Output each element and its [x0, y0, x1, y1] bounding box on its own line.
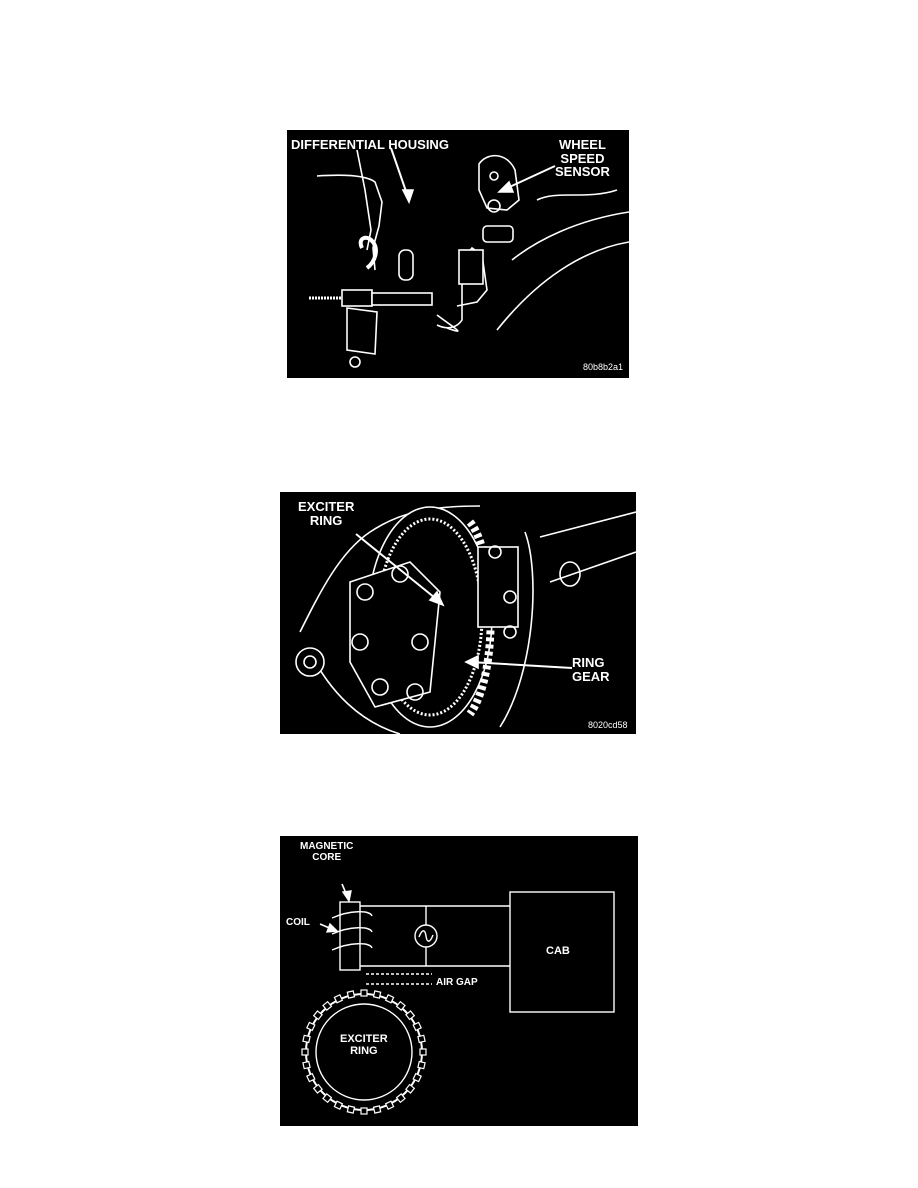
sensor-schematic-figure: MAGNETIC CORE COIL AIR GAP CAB EXCITER R…: [280, 836, 638, 1126]
wheel-speed-sensor-illustration: [309, 147, 629, 368]
label-ring-gear: RING GEAR: [572, 655, 610, 684]
exciter-tooth: [412, 1021, 423, 1032]
label-exciter-ring: EXCITER RING: [298, 499, 355, 528]
exciter-ring-figure: EXCITER RING RING GEAR 8020cd58: [280, 492, 636, 734]
exciter-tooth: [360, 1107, 368, 1115]
exciter-tooth: [360, 989, 368, 997]
exciter-tooth: [312, 1083, 323, 1094]
exciter-tooth: [405, 1010, 416, 1021]
exciter-tooth: [322, 1000, 333, 1011]
exciter-tooth: [395, 1000, 406, 1011]
exciter-tooth: [305, 1072, 316, 1083]
exciter-tooth: [346, 990, 356, 999]
exciter-tooth: [302, 1060, 311, 1070]
exciter-tooth: [346, 1105, 356, 1114]
label-magnetic-core: MAGNETIC CORE: [300, 841, 354, 863]
exciter-tooth: [384, 1100, 395, 1111]
exciter-tooth: [302, 1034, 311, 1044]
exciter-tooth: [305, 1021, 316, 1032]
exciter-tooth: [372, 1105, 382, 1114]
exciter-tooth: [395, 1093, 406, 1104]
exciter-tooth: [384, 993, 395, 1004]
exciter-tooth: [333, 993, 344, 1004]
label-exciter-ring-schematic: EXCITER RING: [340, 1033, 388, 1057]
exciter-ring-illustration: [295, 505, 636, 734]
label-differential-housing: DIFFERENTIAL HOUSING: [291, 137, 449, 152]
label-cab: CAB: [546, 945, 570, 957]
exciter-tooth: [412, 1072, 423, 1083]
exciter-tooth: [333, 1100, 344, 1111]
figure-code: 80b8b2a1: [583, 362, 624, 372]
exciter-tooth: [419, 1048, 427, 1056]
exciter-tooth: [322, 1093, 333, 1104]
exciter-tooth: [372, 990, 382, 999]
exciter-tooth: [405, 1083, 416, 1094]
exciter-tooth: [301, 1048, 309, 1056]
sensor-schematic-diagram: [301, 883, 615, 1115]
figure-code: 8020cd58: [588, 720, 628, 730]
exciter-tooth: [312, 1010, 323, 1021]
label-wheel-speed-sensor: WHEEL SPEED SENSOR: [555, 137, 610, 180]
exciter-tooth: [417, 1034, 426, 1044]
label-coil: COIL: [286, 917, 310, 928]
wheel-speed-sensor-figure: DIFFERENTIAL HOUSING WHEEL SPEED SENSOR …: [287, 130, 629, 378]
exciter-tooth: [417, 1060, 426, 1070]
label-air-gap: AIR GAP: [436, 977, 478, 988]
